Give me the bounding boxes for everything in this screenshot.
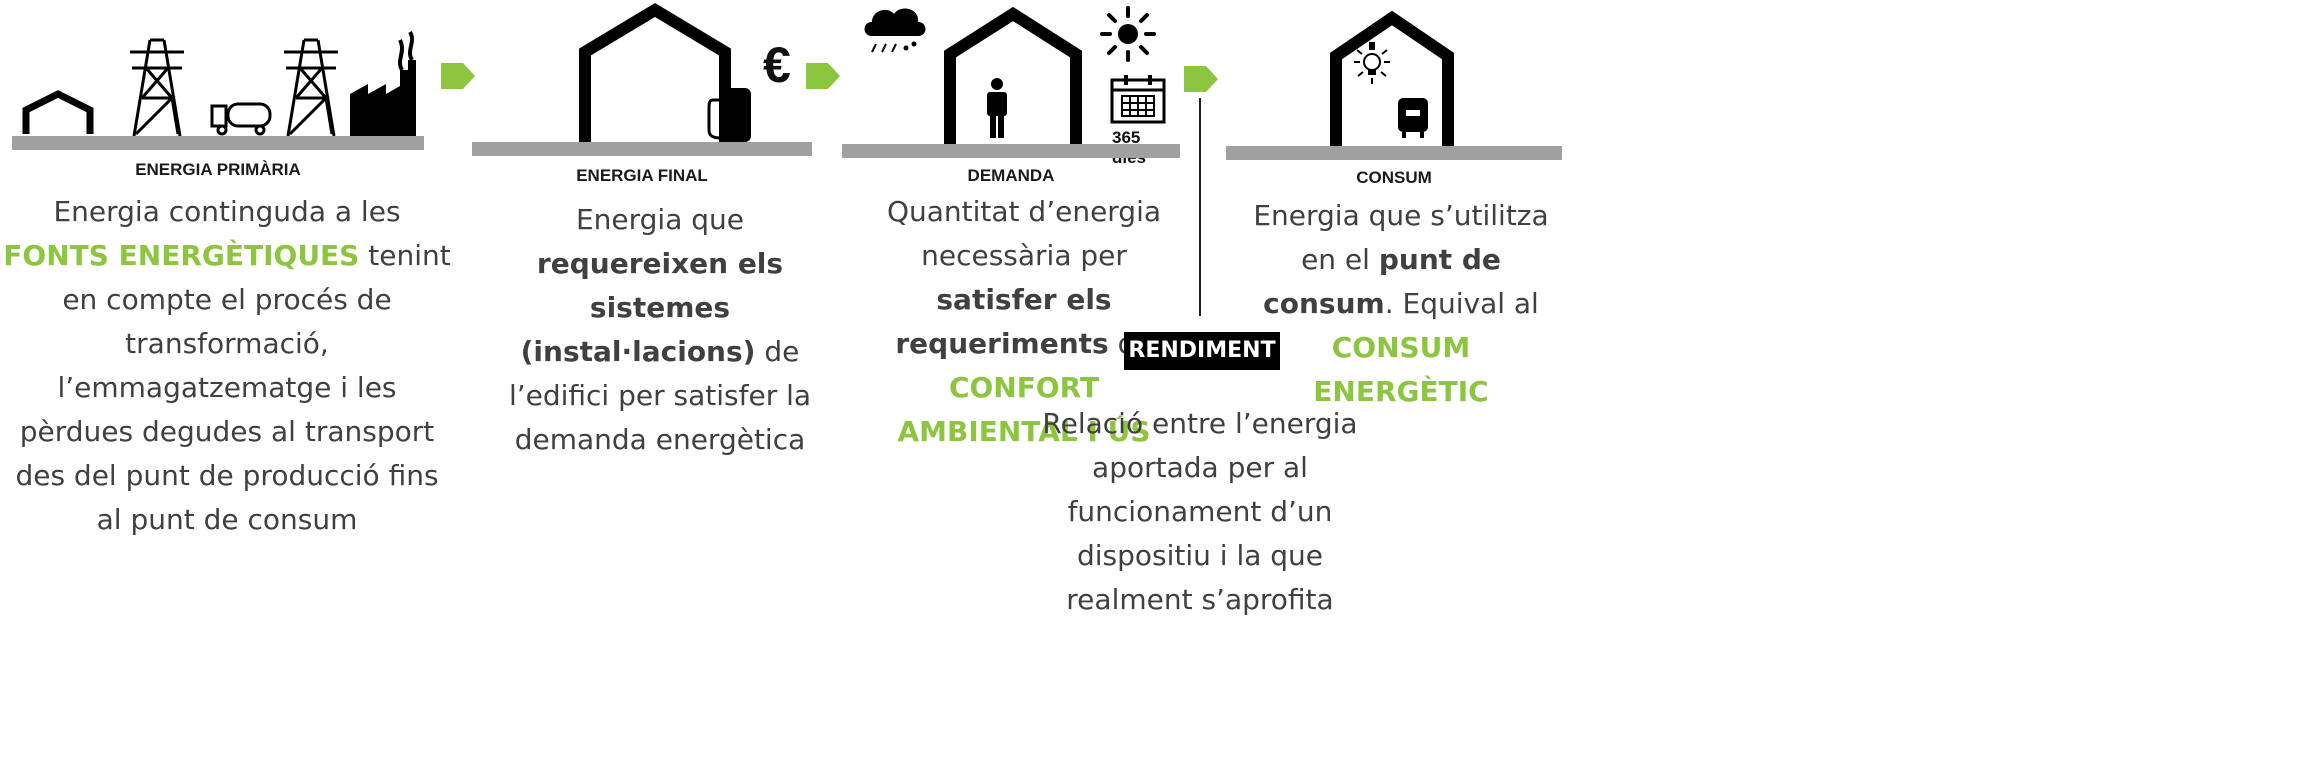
stage-energia-primaria: ENERGIA PRIMÀRIA Energia continguda a le… — [0, 0, 650, 560]
power-pylon-icon — [130, 38, 184, 137]
description-run: requereixen els sistemes (instal·lacions… — [520, 247, 784, 368]
description-run: CONFORT AMBIENTAL I ÚS — [897, 371, 1151, 448]
description-run: Energia que — [575, 203, 745, 236]
rendiment-badge: RENDIMENT — [1124, 332, 1280, 370]
power-pylon-icon — [284, 38, 338, 137]
stage-title: CONSUM — [1356, 168, 1432, 187]
stage-title: ENERGIA FINAL — [576, 166, 708, 185]
description-run: CONSUM ENERGÈTIC — [1313, 331, 1489, 408]
rendiment-connector-line — [1199, 98, 1201, 316]
chevron-arrow-icon — [1184, 66, 1218, 92]
description-run: Energia continguda a les — [53, 195, 401, 228]
sun-icon — [1100, 6, 1156, 62]
factory-icon — [350, 30, 416, 136]
ground-line — [472, 142, 812, 156]
stage-title: ENERGIA PRIMÀRIA — [135, 160, 301, 179]
house-icon — [579, 3, 731, 148]
description-run: punt de consum — [1263, 243, 1501, 320]
ground-line — [12, 136, 424, 150]
description-run: tenint en compte el procés de transforma… — [15, 239, 451, 536]
description-run: Energia que s’utilitza en el — [1253, 199, 1549, 276]
stage-description: Quantitat d’energia necessària per satis… — [868, 190, 1180, 454]
light-bulb-icon — [1354, 42, 1390, 84]
description-run: . Equival al — [1384, 287, 1539, 320]
chevron-arrow-icon — [806, 63, 840, 89]
stage-description: Energia que s’utilitza en el punt de con… — [1240, 194, 1562, 414]
ground-line — [1226, 146, 1562, 160]
description-run: de l’edifici per satisfer la demanda ene… — [508, 335, 812, 456]
euro-icon: € — [763, 37, 791, 93]
tanker-truck-icon — [210, 102, 272, 136]
rendiment-description: Relació entre l’energia aportada per al … — [1042, 407, 1358, 616]
stage-description: Energia que requereixen els sistemes (in… — [485, 198, 835, 462]
rain-cloud-icon — [864, 8, 926, 53]
water-heater-icon — [1398, 98, 1428, 138]
ground-line — [842, 144, 1180, 158]
boiler-tank-icon — [707, 88, 751, 142]
stage-title: DEMANDA — [967, 166, 1055, 185]
calendar-icon — [1110, 75, 1166, 124]
description-run: satisfer els requeriments — [895, 283, 1112, 360]
house-outline-icon — [22, 90, 94, 134]
person-icon — [987, 78, 1007, 138]
description-run: FONTS ENERGÈTIQUES — [3, 239, 360, 272]
description-run: Quantitat d’energia necessària per — [886, 195, 1162, 272]
stage-description: Energia continguda a les FONTS ENERGÈTIQ… — [2, 190, 452, 542]
house-icon — [944, 6, 1082, 146]
chevron-arrow-icon — [441, 63, 475, 89]
house-icon — [1330, 10, 1454, 146]
